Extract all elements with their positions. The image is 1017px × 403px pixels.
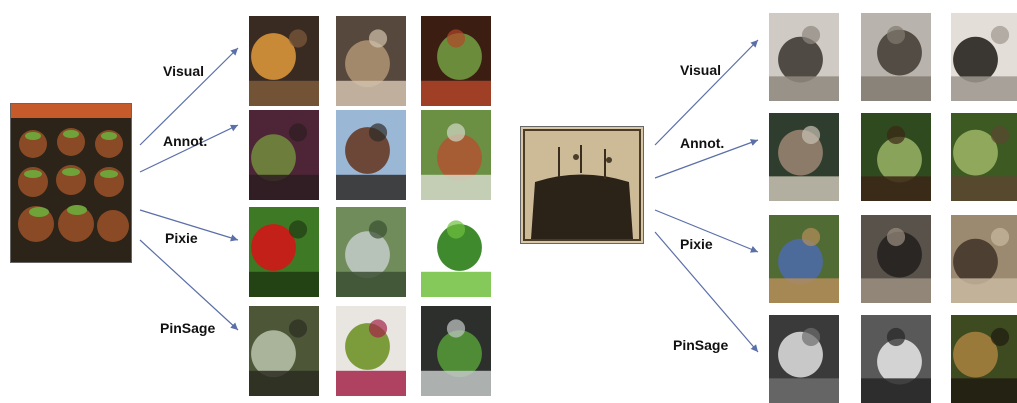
result-thumbnail-hands-working [769, 113, 839, 201]
arrows-left [139, 47, 239, 331]
result-thumbnail-group-outdoors [861, 13, 931, 101]
result-thumbnail-food-plates [336, 16, 406, 106]
arrow-to-annot-row-2 [654, 139, 759, 179]
result-thumbnail-red-peppers [249, 207, 319, 297]
example-right-panel: Visual Annot. Pixie PinSage [500, 0, 1017, 403]
query-image-vintage [520, 126, 644, 244]
result-thumbnail-potted-plants [421, 110, 491, 200]
result-thumbnail-seedling-pots [421, 16, 491, 106]
result-thumbnail-leafy-plant [249, 110, 319, 200]
result-thumbnail-sawing-wood [861, 215, 931, 303]
result-thumbnail-field-workers [769, 13, 839, 101]
result-thumbnail-broccoli [421, 207, 491, 297]
result-thumbnail-tree-bark [951, 315, 1017, 403]
arrow-to-annot-row [139, 124, 239, 173]
method-label-pinsage-2: PinSage [673, 337, 729, 353]
query-image-seedlings-art [11, 104, 131, 262]
arrows-right [654, 39, 759, 353]
arrow-to-pixie-row-2 [654, 209, 759, 253]
method-label-annot-2: Annot. [680, 135, 725, 151]
query-image-vintage-art [521, 127, 643, 243]
result-thumbnail-tree-on-rock [336, 110, 406, 200]
arrow-to-visual-row [139, 47, 239, 146]
result-thumbnail-old-sawmill [951, 215, 1017, 303]
result-thumbnail-terraced-garden [336, 207, 406, 297]
method-label-visual: Visual [163, 63, 204, 79]
result-thumbnail-food-bowls [249, 16, 319, 106]
arrow-to-pinsage-row [139, 239, 239, 331]
method-label-pixie-2: Pixie [680, 236, 713, 252]
example-left-panel: Visual Annot. Pixie PinSage [0, 0, 500, 396]
result-thumbnail-forest-roots [951, 113, 1017, 201]
arrow-to-pinsage-row-2 [654, 231, 759, 353]
method-label-pixie: Pixie [165, 230, 198, 246]
result-thumbnail-person-at-work [769, 215, 839, 303]
method-label-annot: Annot. [163, 133, 208, 149]
result-thumbnail-large-tree-trunk [769, 315, 839, 403]
method-label-pinsage: PinSage [160, 320, 216, 336]
query-image-seedlings [10, 103, 132, 263]
result-thumbnail-loggers-bw [861, 315, 931, 403]
result-thumbnail-grow-shelves [421, 306, 491, 396]
result-thumbnail-chard-in-pot [336, 306, 406, 396]
arrow-to-pixie-row [139, 209, 239, 242]
result-thumbnail-forest-tree [861, 113, 931, 201]
result-thumbnail-succulents [249, 306, 319, 396]
arrow-to-visual-row-2 [654, 39, 759, 146]
method-label-visual-2: Visual [680, 62, 721, 78]
result-thumbnail-cattle-field [951, 13, 1017, 101]
